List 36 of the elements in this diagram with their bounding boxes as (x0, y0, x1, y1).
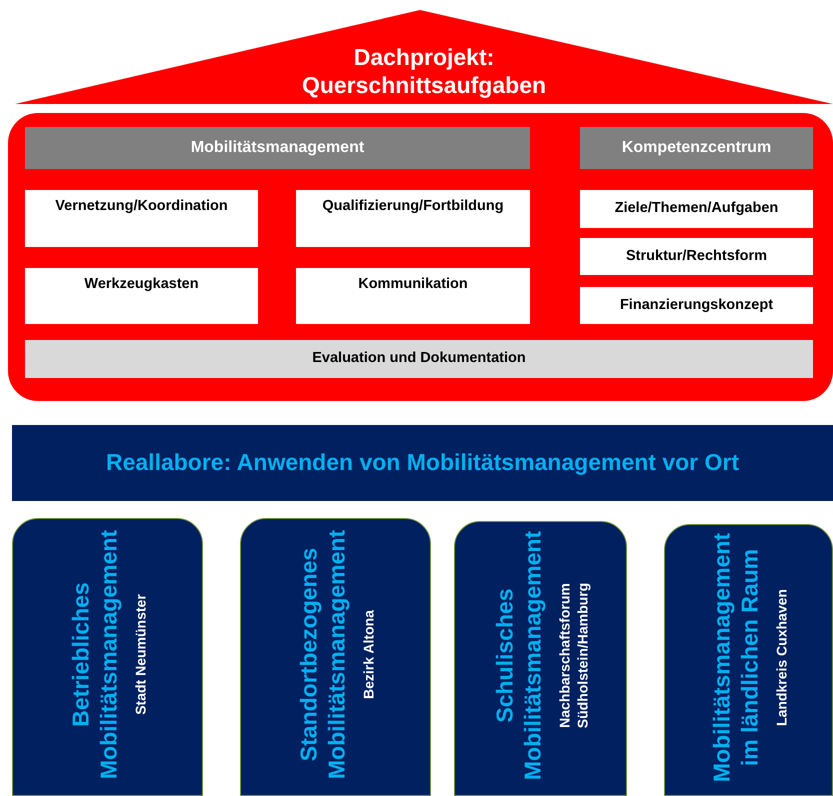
box-label: Finanzierungskonzept (620, 296, 774, 314)
topic-box (296, 268, 530, 324)
card-title: Standortbezogenes Mobilitätsmanagement (294, 528, 350, 781)
lab-card (454, 521, 627, 796)
card-title: Betriebliches Mobilitätsmanagement (66, 528, 122, 781)
card-subtitle: Stadt Neumünster (131, 594, 150, 714)
topic-box (580, 287, 813, 324)
topic-box (580, 238, 813, 275)
topic-box (580, 190, 813, 228)
lab-card (12, 518, 203, 796)
box-label: Ziele/Themen/Aufgaben (614, 200, 778, 218)
header-bar (580, 127, 813, 169)
box-label: Werkzeugkasten (84, 276, 199, 294)
header-bar (25, 127, 530, 169)
footer-bar (25, 340, 813, 378)
roof-title: Dachprojekt: Querschnittsaufgaben (300, 42, 548, 100)
banner-title: Reallabore: Anwenden von Mobilitätsmanagement vor Ort (106, 448, 740, 478)
lab-card (664, 524, 833, 796)
card-title: Mobilitätsmanagement im ländlichen Raum (706, 531, 764, 784)
topic-box (25, 268, 258, 324)
panel-background (8, 113, 833, 401)
card-title: Schulisches Mobilitätsmanagement (490, 530, 546, 782)
card-subtitle: Bezirk Altona (359, 610, 378, 698)
box-label: Struktur/Rechtsform (626, 248, 767, 266)
box-label: Mobilitätsmanagement (190, 138, 364, 158)
card-subtitle: Nachbarschaftsforum Südholstein/Hamburg (555, 582, 592, 730)
banner-bar (12, 425, 833, 501)
box-label: Evaluation und Dokumentation (312, 350, 526, 368)
topic-box (25, 190, 258, 247)
box-label: Vernetzung/Koordination (55, 198, 228, 216)
topic-box (296, 190, 530, 247)
box-label: Kommunikation (358, 276, 468, 294)
lab-card (240, 518, 431, 796)
card-subtitle: Landkreis Cuxhaven (772, 588, 790, 726)
box-label: Kompetenzcentrum (622, 138, 772, 158)
box-label: Qualifizierung/Fortbildung (322, 198, 504, 216)
